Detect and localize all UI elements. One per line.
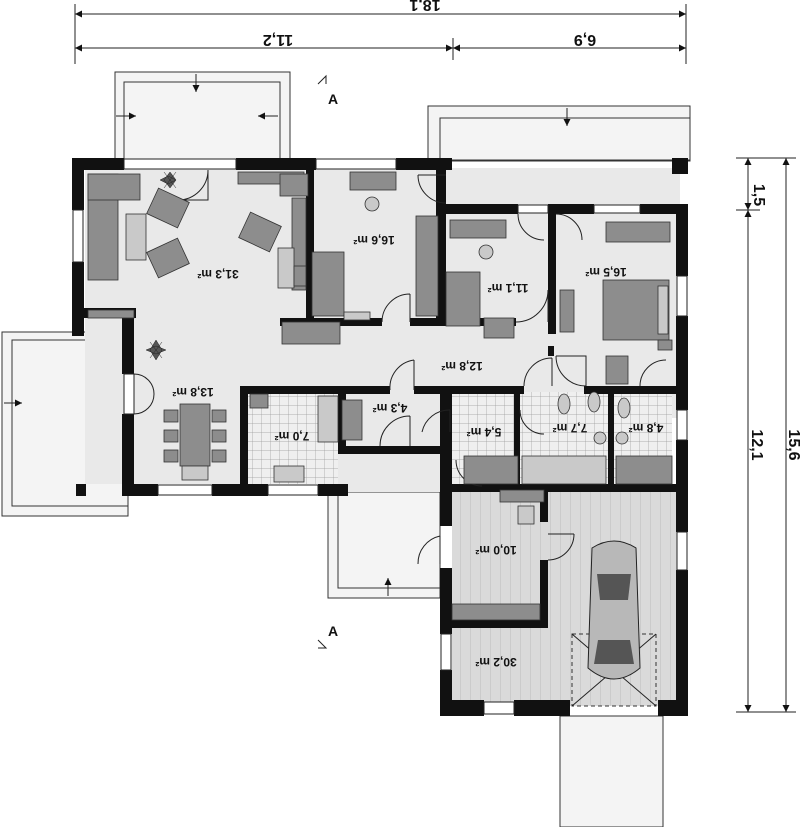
furniture	[87, 171, 673, 707]
room-labels: 31,3 m² 16,6 m² 11,1 m² 16,5 m² 12,8 m² …	[172, 233, 663, 669]
section-mark-a-bottom: A	[328, 623, 338, 639]
area-bath: 7,7 m²	[553, 421, 588, 435]
area-wc2: 4,8 m²	[629, 421, 664, 435]
dim-right-total: 15,6	[785, 429, 800, 460]
dim-right-width: 6,9	[574, 31, 596, 48]
dim-right-mid: 12,1	[748, 429, 765, 460]
dim-left-width: 11,2	[263, 31, 293, 48]
section-mark-a-top: A	[328, 91, 338, 107]
section-marks	[317, 74, 328, 649]
dim-total-width: 18,1	[409, 0, 440, 13]
plant-icon	[145, 171, 177, 361]
area-dining: 13,8 m²	[172, 385, 213, 399]
area-room1: 16,6 m²	[353, 233, 394, 247]
area-entry: 4,3 m²	[373, 401, 408, 415]
windows	[72, 158, 688, 715]
area-garage: 30,2 m²	[475, 655, 516, 669]
doors	[133, 169, 667, 565]
walls	[72, 158, 688, 716]
area-wc: 5,4 m²	[467, 425, 502, 439]
dimension-lines	[74, 4, 796, 713]
area-utility: 10,0 m²	[475, 543, 516, 557]
area-hall: 12,8 m²	[441, 359, 482, 373]
area-living: 31,3 m²	[197, 267, 238, 281]
area-room2: 11,1 m²	[488, 281, 529, 295]
area-kitchen: 7,0 m²	[275, 429, 310, 443]
area-room3: 16,5 m²	[585, 265, 626, 279]
dim-right-small: 1,5	[750, 184, 767, 206]
